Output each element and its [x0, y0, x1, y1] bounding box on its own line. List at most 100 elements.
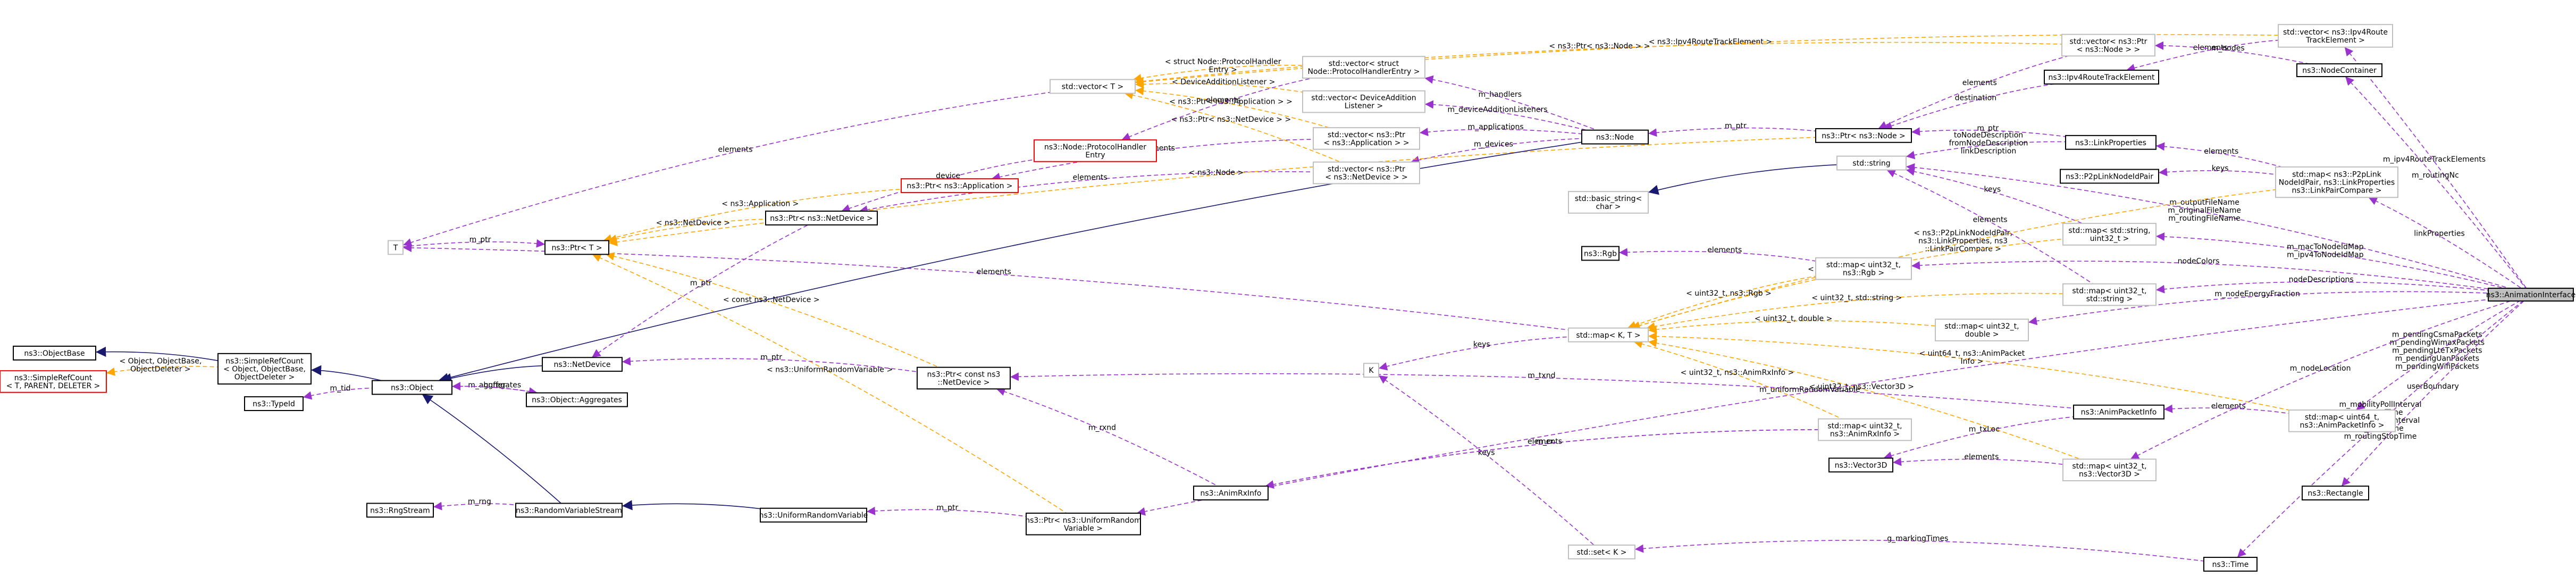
class-node-rvStream[interactable]: ns3::RandomVariableStream [515, 503, 623, 518]
class-node-mapU32Str[interactable]: std::map< uint32_t,std::string > [2062, 283, 2157, 306]
class-node-label: std::string > [2086, 295, 2133, 304]
class-node-ptrUniform[interactable]: ns3::Ptr< ns3::UniformRandomVariable > [1025, 512, 1142, 536]
class-node-label: ns3::Rgb [1584, 249, 1617, 258]
class-node-box [372, 380, 452, 395]
edge-rectangle-to-animIface [2341, 300, 2524, 487]
class-node-rectangle[interactable]: ns3::Rectangle [2302, 486, 2369, 501]
edge-label: m_ptr [469, 236, 491, 244]
edge-label: m_ptr [1725, 122, 1747, 130]
class-node-vecPtrNetDev[interactable]: std::vector< ns3::Ptr< ns3::NetDevice > … [1313, 161, 1420, 185]
class-node-simpleRC[interactable]: ns3::SimpleRefCount< Object, ObjectBase,… [217, 353, 312, 385]
class-node-rgb[interactable]: ns3::Rgb [1581, 246, 1620, 261]
class-node-vecPtrNode[interactable]: std::vector< ns3::Ptr< ns3::Node > > [2061, 34, 2155, 57]
class-node-p2pId[interactable]: ns3::P2pLinkNodeIdPair [2060, 169, 2159, 184]
class-node-ipv4vec[interactable]: std::vector< ns3::Ipv4RouteTrackElement … [2278, 24, 2393, 48]
class-node-label: ns3::ObjectBase [24, 349, 85, 358]
class-node-linkProps[interactable]: ns3::LinkProperties [2065, 135, 2157, 150]
edge-label: elements [2193, 44, 2228, 52]
class-node-box [1568, 191, 1649, 214]
class-node-ipv4elem[interactable]: ns3::Ipv4RouteTrackElement [2044, 70, 2159, 85]
class-node-simpleRCT[interactable]: ns3::SimpleRefCount< T, PARENT, DELETER … [0, 370, 107, 393]
class-node-ptrNetDev[interactable]: ns3::Ptr< ns3::NetDevice > [765, 211, 878, 225]
class-node-vecPtrApp[interactable]: std::vector< ns3::Ptr< ns3::Application … [1313, 127, 1420, 150]
class-node-box [544, 240, 609, 255]
class-node-rngStream[interactable]: ns3::RngStream [366, 503, 434, 518]
class-node-mapU32Rgb[interactable]: std::map< uint32_t,ns3::Rgb > [1815, 257, 1912, 280]
edge-label: m_rng [468, 497, 491, 506]
class-node-objBase[interactable]: ns3::ObjectBase [13, 346, 96, 361]
class-node-animPktInfo[interactable]: ns3::AnimPacketInfo [2073, 404, 2164, 420]
class-node-vecProto[interactable]: std::vector< structNode::ProtocolHandler… [1302, 56, 1425, 79]
class-node-aggregates[interactable]: ns3::Object::Aggregates [526, 392, 628, 407]
class-node-netDevice[interactable]: ns3::NetDevice [542, 357, 623, 372]
class-node-label: ns3::Ptr< ns3::Node > [1822, 132, 1906, 140]
edge-mapU32Rgb-to-animIface [1911, 261, 2489, 290]
class-node-basicString[interactable]: std::basic_string<char > [1568, 191, 1649, 214]
class-node-K[interactable]: K [1363, 363, 1379, 378]
class-node-vecDevListener[interactable]: std::vector< DeviceAdditionListener > [1302, 90, 1425, 113]
edge-T-to-vecT [402, 91, 1051, 247]
class-node-uniformRV[interactable]: ns3::UniformRandomVariable [759, 507, 868, 523]
class-node-T[interactable]: T [388, 240, 404, 255]
class-node-mapU32Rx[interactable]: std::map< uint32_t,ns3::AnimRxInfo > [1818, 418, 1912, 441]
class-node-nodeContainer[interactable]: ns3::NodeContainer [2296, 63, 2382, 78]
edge-label: m_pendingLteTxPackets [2392, 347, 2482, 355]
class-node-mapP2p[interactable]: std::map< ns3::P2pLinkNodeIdPair, ns3::L… [2275, 166, 2398, 198]
class-node-setK[interactable]: std::set< K > [1568, 544, 1635, 559]
edge-ptrConstNetDev-to-animPktInfo [1010, 372, 2074, 409]
class-node-ptrNode[interactable]: ns3::Ptr< ns3::Node > [1815, 128, 1912, 143]
class-node-label: < T, PARENT, DELETER > [6, 382, 100, 390]
edge-stdstring-to-linkProps [1906, 141, 2066, 160]
class-node-ptrApp[interactable]: ns3::Ptr< ns3::Application > [901, 178, 1019, 193]
edge-label: m_deviceAdditionListeners [1448, 106, 1548, 114]
edge-label: m_pendingUanPackets [2395, 355, 2479, 363]
edge-label: < ns3::Ptr< ns3::Application > > [1169, 97, 1293, 106]
class-node-vector3d[interactable]: ns3::Vector3D [1828, 457, 1893, 473]
class-node-mapStrU32[interactable]: std::map< std::string,uint32_t > [2062, 223, 2157, 246]
edge-vecT-to-vecPtrNode [1135, 41, 2062, 86]
edge-mapU32Double-to-animIface [2028, 291, 2489, 325]
class-node-label: T [393, 244, 398, 252]
class-node-box [1815, 257, 1912, 280]
class-node-box [1302, 56, 1425, 79]
class-node-label: < ns3::NetDevice > > [1325, 173, 1408, 182]
class-node-label: ns3::Rgb > [1843, 269, 1884, 278]
class-node-vecT[interactable]: std::vector< T > [1050, 79, 1136, 94]
class-node-box [1363, 363, 1379, 378]
edges-layer: m_ipv4RouteTrackElements< ns3::Ipv4Route… [95, 34, 2527, 562]
class-node-label: std::vector< ns3::Ptr [1328, 165, 1405, 174]
class-node-protoEntry[interactable]: ns3::Node::ProtocolHandlerEntry [1034, 139, 1157, 162]
class-node-ptrConstNetDev[interactable]: ns3::Ptr< const ns3::NetDevice > [917, 366, 1011, 390]
edge-label: m_nodeEnergyFraction [2214, 290, 2300, 298]
class-node-label: ns3::Time [2212, 561, 2249, 569]
class-node-stdstring[interactable]: std::string [1836, 155, 1907, 171]
class-node-animIface[interactable]: ns3::AnimationInterface [2486, 288, 2576, 302]
class-node-mapU64Pkt[interactable]: std::map< uint64_t,ns3::AnimPacketInfo > [2288, 409, 2396, 432]
class-node-box [2278, 24, 2393, 48]
edge-label: < const ns3::NetDevice > [723, 296, 820, 304]
class-node-box [244, 396, 304, 411]
class-node-box [2065, 135, 2157, 150]
class-node-mapU32Double[interactable]: std::map< uint32_t,double > [1935, 319, 2029, 341]
edge-ptrNode-to-linkProps [1911, 127, 2066, 137]
class-node-node[interactable]: ns3::Node [1581, 129, 1649, 145]
class-node-typeId[interactable]: ns3::TypeId [244, 396, 304, 411]
class-node-mapU32Vec[interactable]: std::map< uint32_t,ns3::Vector3D > [2062, 458, 2157, 482]
nodes-layer: std::vector< ns3::Ipv4RouteTrackElement … [0, 24, 2576, 572]
class-node-label: Variable > [1064, 524, 1103, 533]
class-node-box [2044, 70, 2159, 85]
class-node-label: std::vector< T > [1062, 83, 1123, 91]
edge-vecT-to-vecDevListener [1135, 80, 1303, 93]
class-node-object[interactable]: ns3::Object [372, 380, 452, 395]
class-node-box [1193, 486, 1269, 501]
class-node-animRxInfo[interactable]: ns3::AnimRxInfo [1193, 486, 1269, 501]
class-node-ptrT[interactable]: ns3::Ptr< T > [544, 240, 609, 255]
class-node-time[interactable]: ns3::Time [2203, 557, 2258, 572]
edge-label: < uint32_t, double > [1755, 315, 1832, 323]
class-node-box [388, 240, 404, 255]
class-node-mapKT[interactable]: std::map< K, T > [1568, 327, 1649, 342]
class-node-label: std::map< uint32_t, [1826, 261, 1901, 270]
class-node-box [2488, 288, 2574, 302]
edge-label: ns3::LinkProperties, ns3 [1918, 237, 2008, 245]
edge-label: keys [1984, 185, 2001, 194]
